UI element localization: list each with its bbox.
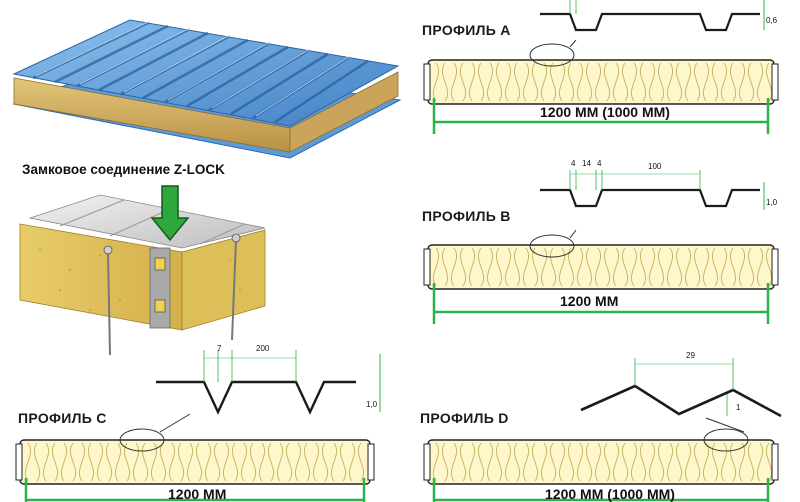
profile-a-width-label: 1200 ММ (1000 ММ) [540,104,670,120]
panel-b-joint-right [771,248,779,286]
panel-b-joint-left [423,248,431,286]
down-arrow-icon [150,185,190,242]
wall-panel-illustration [19,194,266,356]
roof-panel-illustration [12,19,402,159]
profile-c-label: ПРОФИЛЬ C [18,410,107,426]
panel-c-joint-left [15,443,23,481]
profile-b-dim-2: 14 [582,159,591,168]
panel-b-detail-leader [569,229,577,239]
profile-c-outline [156,350,381,415]
profile-a-outline [540,0,765,32]
panel-a-joint-left [423,63,431,101]
panel-c-detail-circle [119,428,165,452]
profile-a-thickness: 0,6 [766,16,778,25]
panel-d-joint-left [423,443,431,481]
profile-d-dim-1: 29 [686,351,695,360]
profile-d-width-label: 1200 ММ (1000 ММ) [545,486,675,502]
profile-b-dim-3: 4 [597,159,602,168]
panel-d-joint-right [771,443,779,481]
profile-a-label: ПРОФИЛЬ A [422,22,511,38]
profile-b-dim-1: 4 [571,159,576,168]
panel-a-insulation [432,62,773,102]
panel-d-insulation [432,442,773,482]
profile-c-dim-2: 200 [256,344,270,353]
profile-c-dim-1: 7 [217,344,222,353]
panel-b-detail-circle [529,234,575,258]
profile-c-width-label: 1200 ММ [168,486,227,502]
zlock-caption: Замковое соединение Z-LOCK [22,162,225,177]
panel-b-insulation [432,247,773,287]
panel-d-detail-leader [705,417,745,433]
panel-a-joint-right [771,63,779,101]
profile-d-label: ПРОФИЛЬ D [420,410,509,426]
profile-b-width-label: 1200 ММ [560,293,619,309]
panel-a-detail-circle [529,43,575,67]
profile-b-thickness: 1,0 [766,198,778,207]
profile-d-outline [580,358,782,418]
profile-b-outline [540,170,765,210]
profile-c-thickness: 1,0 [366,400,378,409]
panel-c-joint-right [367,443,375,481]
panel-c-insulation [24,442,365,482]
panel-a-detail-leader [569,39,577,48]
panel-c-detail-leader [159,413,191,433]
profile-b-dim-4: 100 [648,162,662,171]
profile-b-label: ПРОФИЛЬ B [422,208,511,224]
panel-d-detail-circle [703,428,749,452]
profile-d-thickness: 1 [736,403,741,412]
